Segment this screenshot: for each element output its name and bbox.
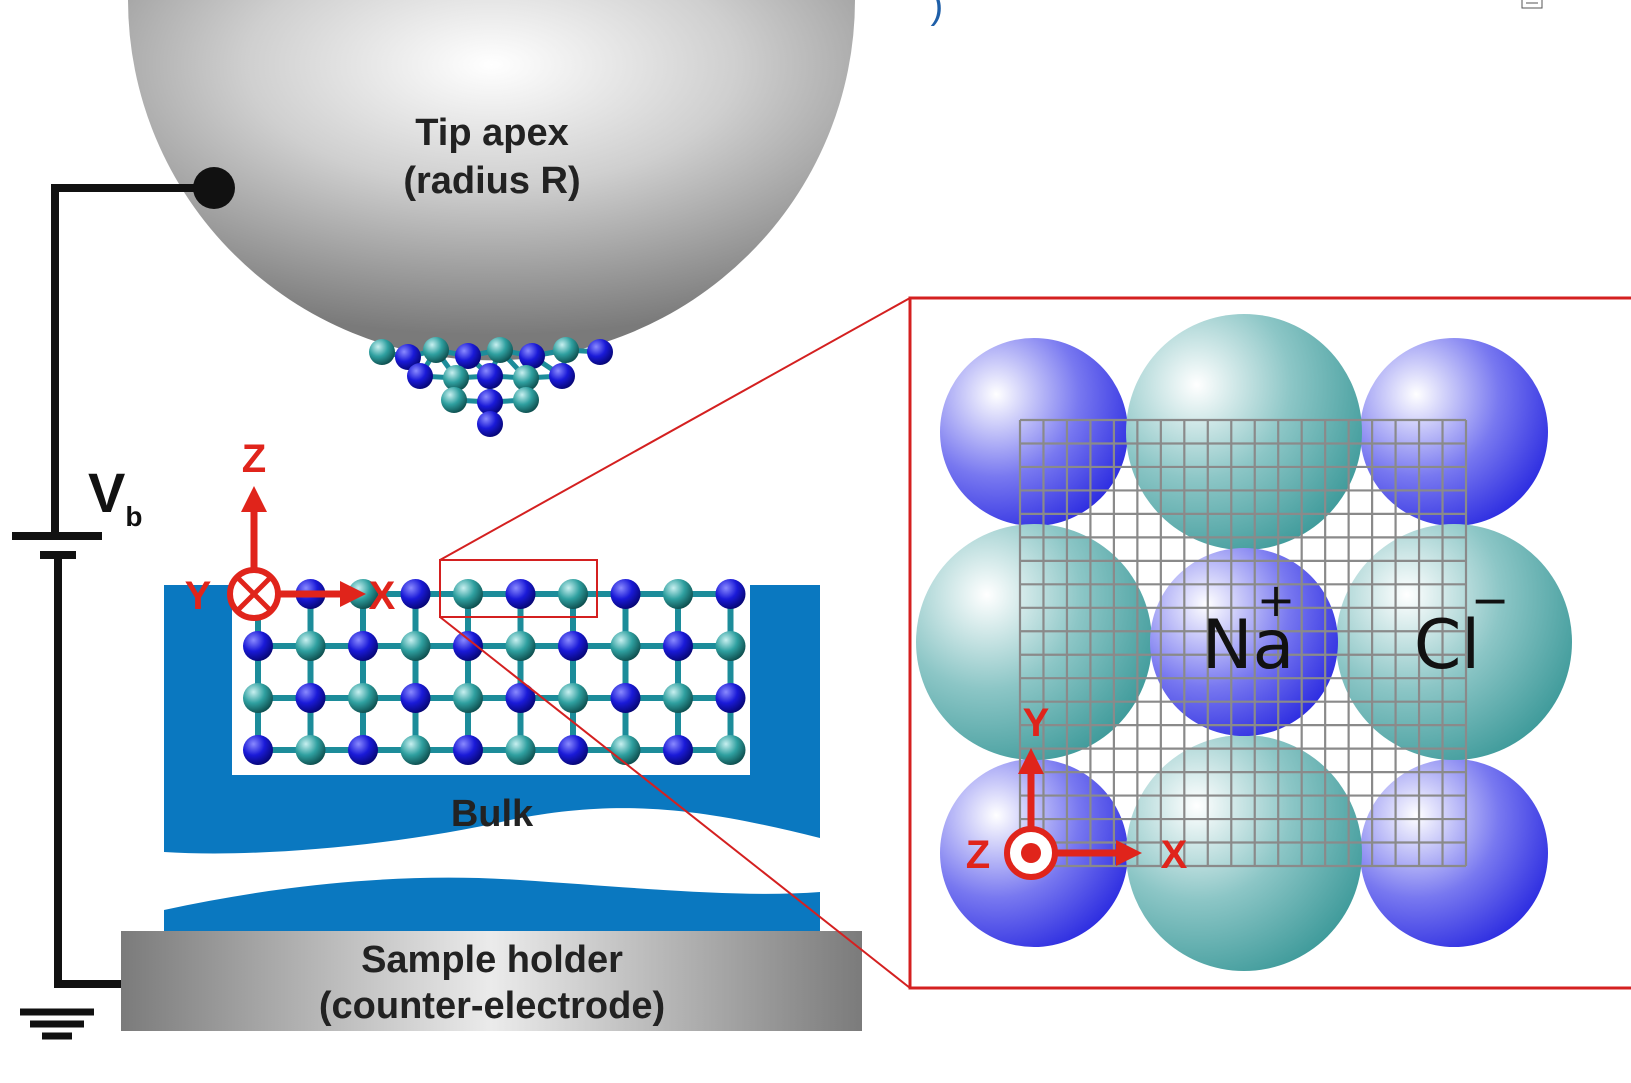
na-charge: + — [1257, 573, 1296, 627]
zoom-region-box — [439, 559, 598, 618]
na-atom — [558, 735, 588, 765]
cl-atom — [663, 579, 693, 609]
cl-atom — [715, 735, 746, 765]
cl-atom — [423, 337, 449, 363]
holder-label-line1: Sample holder — [361, 939, 623, 981]
scan-grid — [1018, 418, 1468, 868]
cl-atom — [663, 683, 693, 713]
na-atom — [295, 683, 326, 713]
holder-label-line2: (counter-electrode) — [319, 985, 665, 1027]
cl-atom — [610, 735, 641, 765]
na-ion — [940, 338, 1128, 526]
cl-atom — [513, 387, 539, 413]
na-atom — [348, 735, 378, 765]
zoom-line-bottom — [439, 616, 911, 989]
sample-holder — [121, 931, 862, 1031]
na-atom — [400, 683, 431, 713]
na-atom — [519, 343, 545, 369]
cl-atom — [610, 631, 641, 661]
na-atom — [400, 579, 431, 609]
na-atom — [407, 363, 433, 389]
zoom-line-top — [439, 297, 911, 561]
na-atom — [348, 631, 378, 661]
na-atom — [477, 411, 503, 437]
bias-subscript: b — [125, 501, 142, 532]
na-atom — [453, 735, 483, 765]
na-atom — [243, 631, 273, 661]
cl-atom — [558, 579, 588, 609]
cl-atom — [400, 631, 431, 661]
tip-apex — [128, 0, 855, 361]
corner-icon — [1521, 0, 1543, 9]
cl-atom — [715, 631, 746, 661]
cl-atom — [453, 683, 483, 713]
cl-atom — [513, 365, 539, 391]
na-atom — [453, 631, 483, 661]
inset-axis-y: Y — [1023, 701, 1050, 745]
sample-axis-y: Y — [185, 574, 212, 618]
sample-axis-z: Z — [242, 437, 266, 481]
na-atom — [455, 343, 481, 369]
na-atom — [610, 683, 641, 713]
cl-atom — [487, 337, 513, 363]
na-atom — [558, 631, 588, 661]
na-atom — [505, 683, 536, 713]
cl-atom — [441, 387, 467, 413]
inset-x-arrowhead — [1116, 840, 1142, 866]
bulk-label: Bulk — [451, 793, 534, 835]
na-atom — [477, 389, 503, 415]
na-atom — [505, 579, 536, 609]
na-ion — [1360, 338, 1548, 526]
na-atom — [663, 631, 693, 661]
cl-atom — [243, 683, 273, 713]
na-ion-label: Na — [1202, 606, 1295, 685]
na-atom — [549, 363, 575, 389]
cl-atom — [453, 579, 483, 609]
cl-atom — [348, 683, 378, 713]
na-atom — [715, 579, 746, 609]
bulk-lower-band — [164, 877, 820, 940]
ground-icon — [20, 1008, 94, 1040]
cl-charge: − — [1471, 573, 1510, 627]
cl-atom — [400, 735, 431, 765]
tip-label-line1: Tip apex — [415, 112, 568, 154]
cl-atom — [558, 683, 588, 713]
na-ion-center — [1150, 548, 1338, 736]
na-atom — [610, 579, 641, 609]
na-ion — [1360, 759, 1548, 947]
sample-axes — [227, 486, 366, 621]
sample-lattice — [243, 579, 746, 765]
inset-y-arrowhead — [1018, 748, 1044, 774]
bias-voltage-label: Vb — [88, 461, 142, 532]
na-atom — [587, 339, 613, 365]
na-atom — [243, 735, 273, 765]
tip-label-line2: (radius R) — [403, 160, 580, 202]
cl-atom — [295, 631, 326, 661]
cl-atom — [505, 735, 536, 765]
sample-axis-x: X — [369, 574, 396, 618]
z-arrowhead — [241, 486, 267, 512]
cl-atom — [553, 337, 579, 363]
na-atom — [663, 735, 693, 765]
cl-atom — [443, 365, 469, 391]
tip-contact — [193, 167, 235, 209]
inset-axis-z: Z — [966, 833, 990, 877]
cl-atom — [295, 735, 326, 765]
tip-cluster — [369, 337, 613, 437]
na-atom — [477, 363, 503, 389]
x-arrowhead — [340, 581, 366, 607]
cl-atom — [369, 339, 395, 365]
na-atom — [715, 683, 746, 713]
inset-axes — [1004, 748, 1142, 880]
cl-ion-label: Cl — [1414, 606, 1480, 685]
na-atom — [395, 344, 421, 370]
cl-atom — [505, 631, 536, 661]
inset-axis-x: X — [1161, 833, 1188, 877]
